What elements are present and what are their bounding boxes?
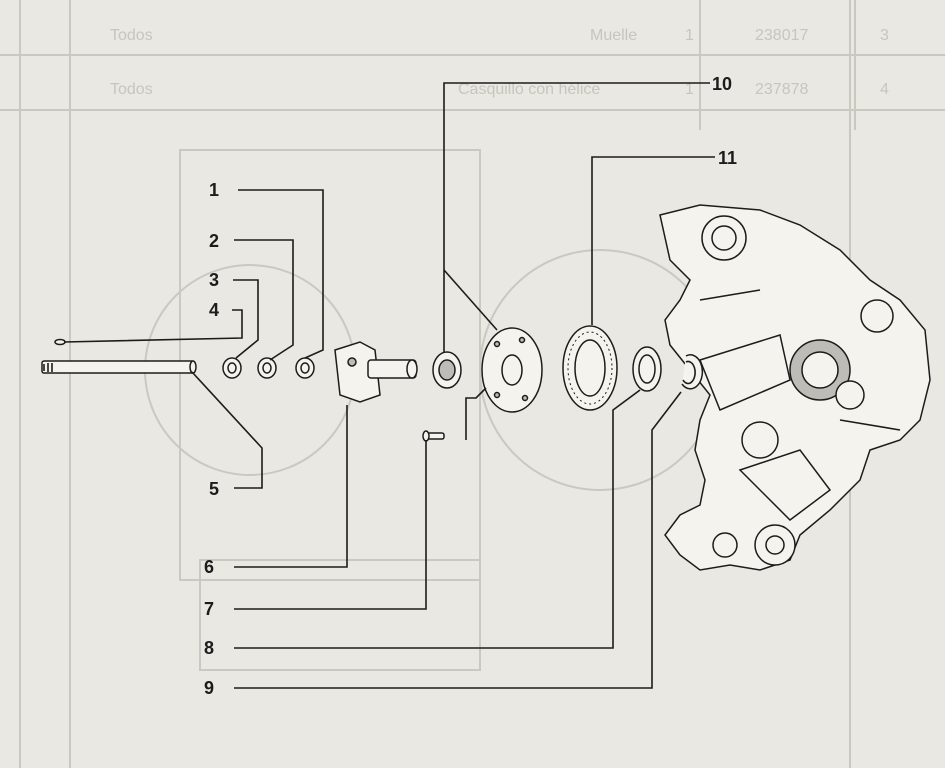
bleed-row1-desc: Muelle — [590, 27, 637, 44]
callout-4: 4 — [209, 300, 219, 320]
part-9-circlip — [681, 354, 704, 390]
part-10-plate — [481, 327, 543, 413]
part-6-housing — [334, 341, 418, 403]
part-5-shaft — [41, 360, 197, 374]
part-seal-ring — [432, 351, 462, 389]
callout-1: 1 — [209, 180, 219, 200]
part-4-pin — [54, 338, 66, 346]
callout-labels: 1 2 3 4 5 6 7 8 9 10 11 — [204, 74, 737, 698]
callout-10: 10 — [712, 74, 732, 94]
callout-2: 2 — [209, 231, 219, 251]
bleed-row1-qty: 1 — [685, 27, 694, 44]
part-3-washer — [222, 357, 242, 379]
part-7-screw — [422, 430, 445, 442]
bleed-row1-models: Todos — [110, 27, 153, 44]
callout-6: 6 — [204, 557, 214, 577]
callout-3: 3 — [209, 270, 219, 290]
callout-7: 7 — [204, 599, 214, 619]
part-11-gear-ring — [562, 325, 618, 411]
bleed-row2-qty: 1 — [685, 81, 694, 98]
part-2-washer — [257, 357, 277, 379]
part-1-bushing — [295, 357, 315, 379]
bleed-row2-desc: Casquillo con hélice — [458, 81, 600, 98]
bleed-row1-num: 3 — [880, 27, 889, 44]
part-8-seal — [632, 346, 662, 392]
callout-9: 9 — [204, 678, 214, 698]
bleed-row2-num: 4 — [880, 81, 889, 98]
leader-lines — [63, 82, 715, 689]
bleed-row2-code: 237878 — [755, 81, 808, 98]
callout-8: 8 — [204, 638, 214, 658]
bleed-row2-models: Todos — [110, 81, 153, 98]
callout-11: 11 — [718, 148, 737, 168]
callout-5: 5 — [209, 479, 219, 499]
bleed-row1-code: 238017 — [755, 27, 808, 44]
engine-crankcase — [659, 204, 931, 571]
